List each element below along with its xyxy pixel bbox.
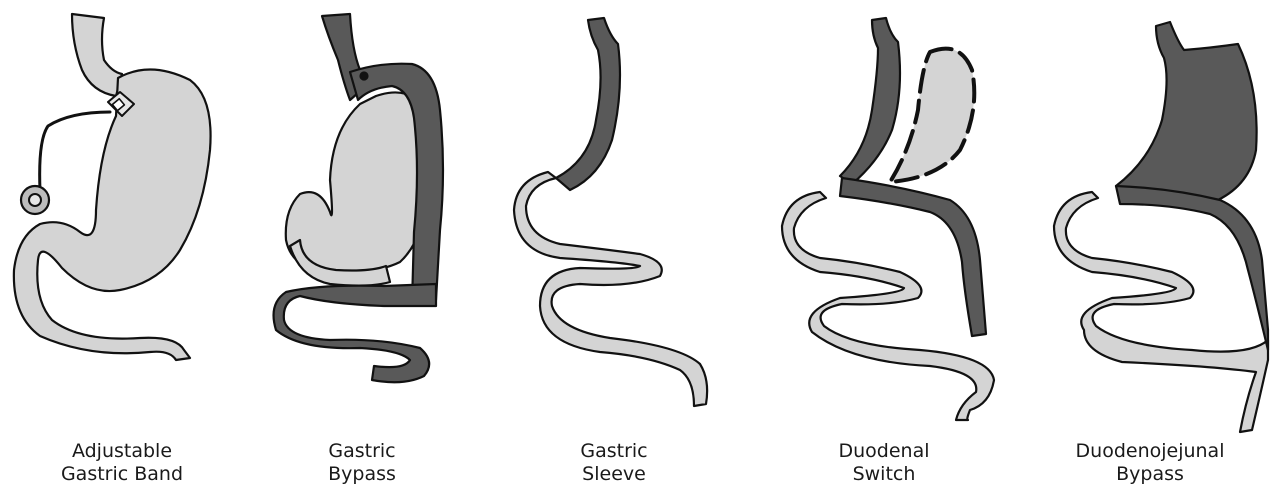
remnant-stomach-2	[286, 92, 428, 272]
caption-duodenal-switch: Duodenal Switch	[764, 440, 1004, 486]
caption-line-2: Sleeve	[494, 463, 734, 486]
caption-duodenojejunal-bypass: Duodenojejunal Bypass	[1030, 440, 1270, 486]
caption-gastric-sleeve: Gastric Sleeve	[494, 440, 734, 486]
sleeve-stomach-4	[840, 18, 900, 184]
caption-line-1: Duodenojejunal	[1030, 440, 1270, 463]
caption-line-1: Duodenal	[764, 440, 1004, 463]
gastric-bypass-figure	[274, 14, 443, 382]
esophagus-1	[72, 14, 122, 96]
duodenal-switch-figure	[782, 18, 994, 420]
gastric-sleeve-figure	[514, 18, 707, 406]
caption-adjustable-gastric-band: Adjustable Gastric Band	[2, 440, 242, 486]
duodenojejunal-bypass-figure	[1054, 22, 1268, 432]
sleeve-stomach-3	[556, 18, 620, 190]
caption-line-2: Gastric Band	[2, 463, 242, 486]
caption-gastric-bypass: Gastric Bypass	[242, 440, 482, 486]
alimentary-limb-4	[840, 178, 986, 336]
intestine-3	[514, 172, 707, 406]
caption-line-2: Bypass	[1030, 463, 1270, 486]
stomach-1	[14, 69, 211, 360]
anastomosis-dot-2	[361, 73, 368, 80]
caption-line-1: Gastric	[242, 440, 482, 463]
caption-line-2: Switch	[764, 463, 1004, 486]
adjustable-gastric-band-figure	[14, 14, 211, 360]
common-limb-2	[274, 284, 436, 382]
caption-line-1: Gastric	[494, 440, 734, 463]
removed-stomach-4	[890, 49, 974, 182]
caption-line-1: Adjustable	[2, 440, 242, 463]
access-port-center	[29, 194, 41, 206]
caption-line-2: Bypass	[242, 463, 482, 486]
stomach-5	[1116, 22, 1257, 203]
